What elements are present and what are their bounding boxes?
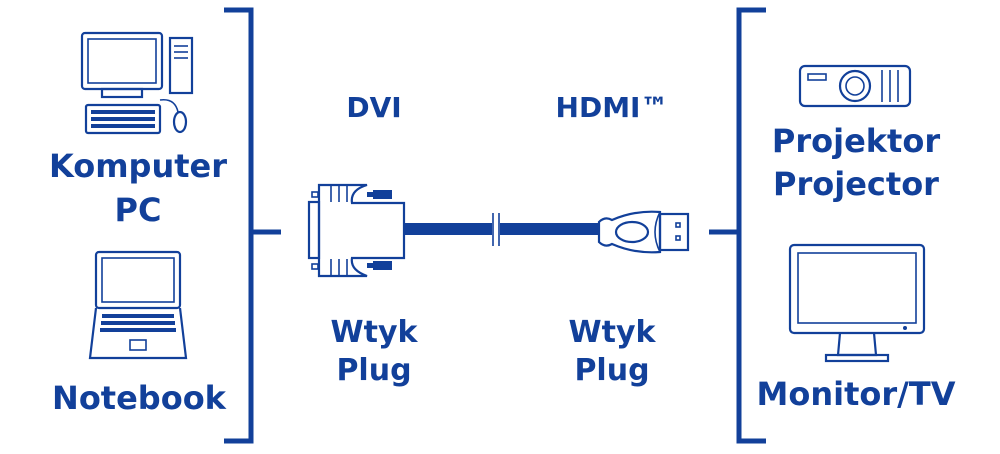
hdmi-plug-label-line2: Plug [574,353,649,388]
hdmi-connector-icon [597,210,690,254]
projector-label-line2: Projector [773,165,939,203]
laptop-icon [88,250,188,360]
monitor-label: Monitor/TV [757,375,956,413]
projector-icon [798,64,912,108]
monitor-icon [788,243,926,363]
dvi-plug-label-line2: Plug [336,353,411,388]
notebook-label: Notebook [52,379,227,417]
dvi-plug-label-line1: Wtyk [331,315,419,350]
dvi-title: DVI [346,91,401,124]
left-bracket [224,7,281,444]
projector-label-line1: Projektor [772,122,940,160]
cable [404,213,599,246]
desktop-computer-icon [80,31,194,135]
right-bracket [709,7,766,444]
hdmi-title: HDMI™ [556,91,669,124]
computer-label-line1: Komputer [49,147,227,185]
hdmi-plug-label-line1: Wtyk [569,315,657,350]
dvi-connector-icon [307,183,406,278]
computer-label-line2: PC [115,191,162,229]
